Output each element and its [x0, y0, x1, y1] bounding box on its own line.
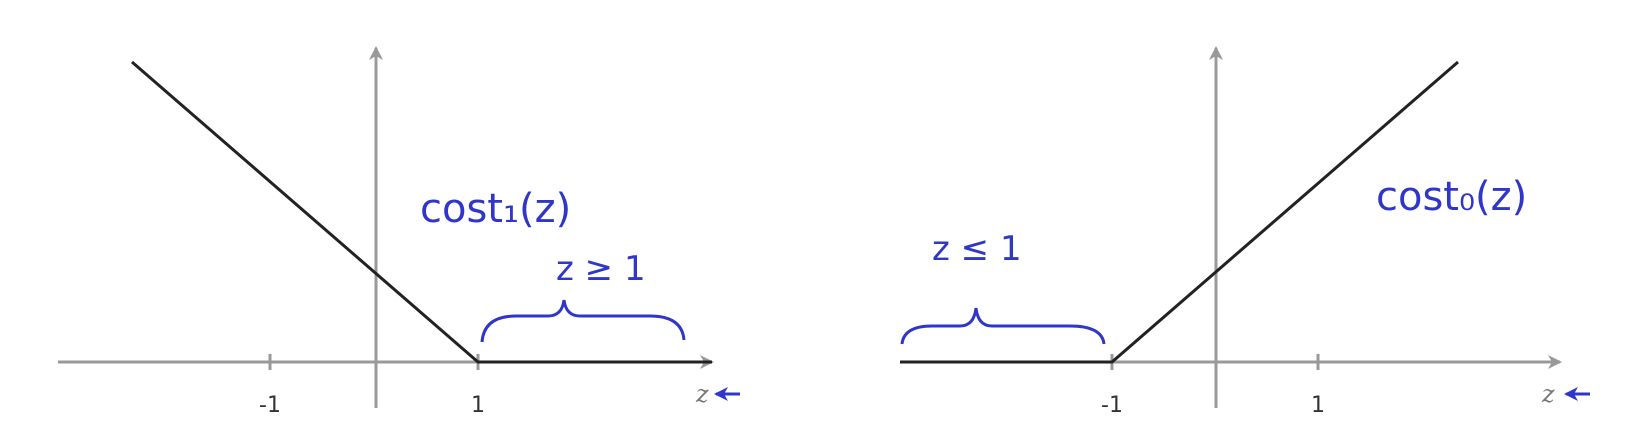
- cost0-annotation: cost₀(z): [1376, 174, 1527, 220]
- cost1-curve: [131, 60, 712, 364]
- cost1-annotation: cost₁(z): [420, 186, 571, 232]
- cost1-brace: [480, 299, 686, 343]
- right-plot: -1 1 z cost₀(z) z ≤ 1: [900, 46, 1590, 418]
- left-tick-label-minus1: -1: [259, 393, 281, 418]
- right-axis-variable: z: [1541, 380, 1555, 408]
- left-axis-variable: z: [695, 380, 709, 408]
- cost0-curve: [900, 60, 1459, 364]
- cost1-range-annotation: z ≥ 1: [556, 249, 646, 289]
- cost0-range-annotation: z ≤ 1: [932, 229, 1022, 269]
- left-plot: -1 1 z cost₁(z) z ≥ 1: [58, 46, 740, 418]
- left-tick-label-1: 1: [471, 393, 485, 418]
- right-tick-label-1: 1: [1311, 393, 1325, 418]
- cost0-brace: [900, 307, 1106, 345]
- right-tick-label-minus1: -1: [1101, 393, 1123, 418]
